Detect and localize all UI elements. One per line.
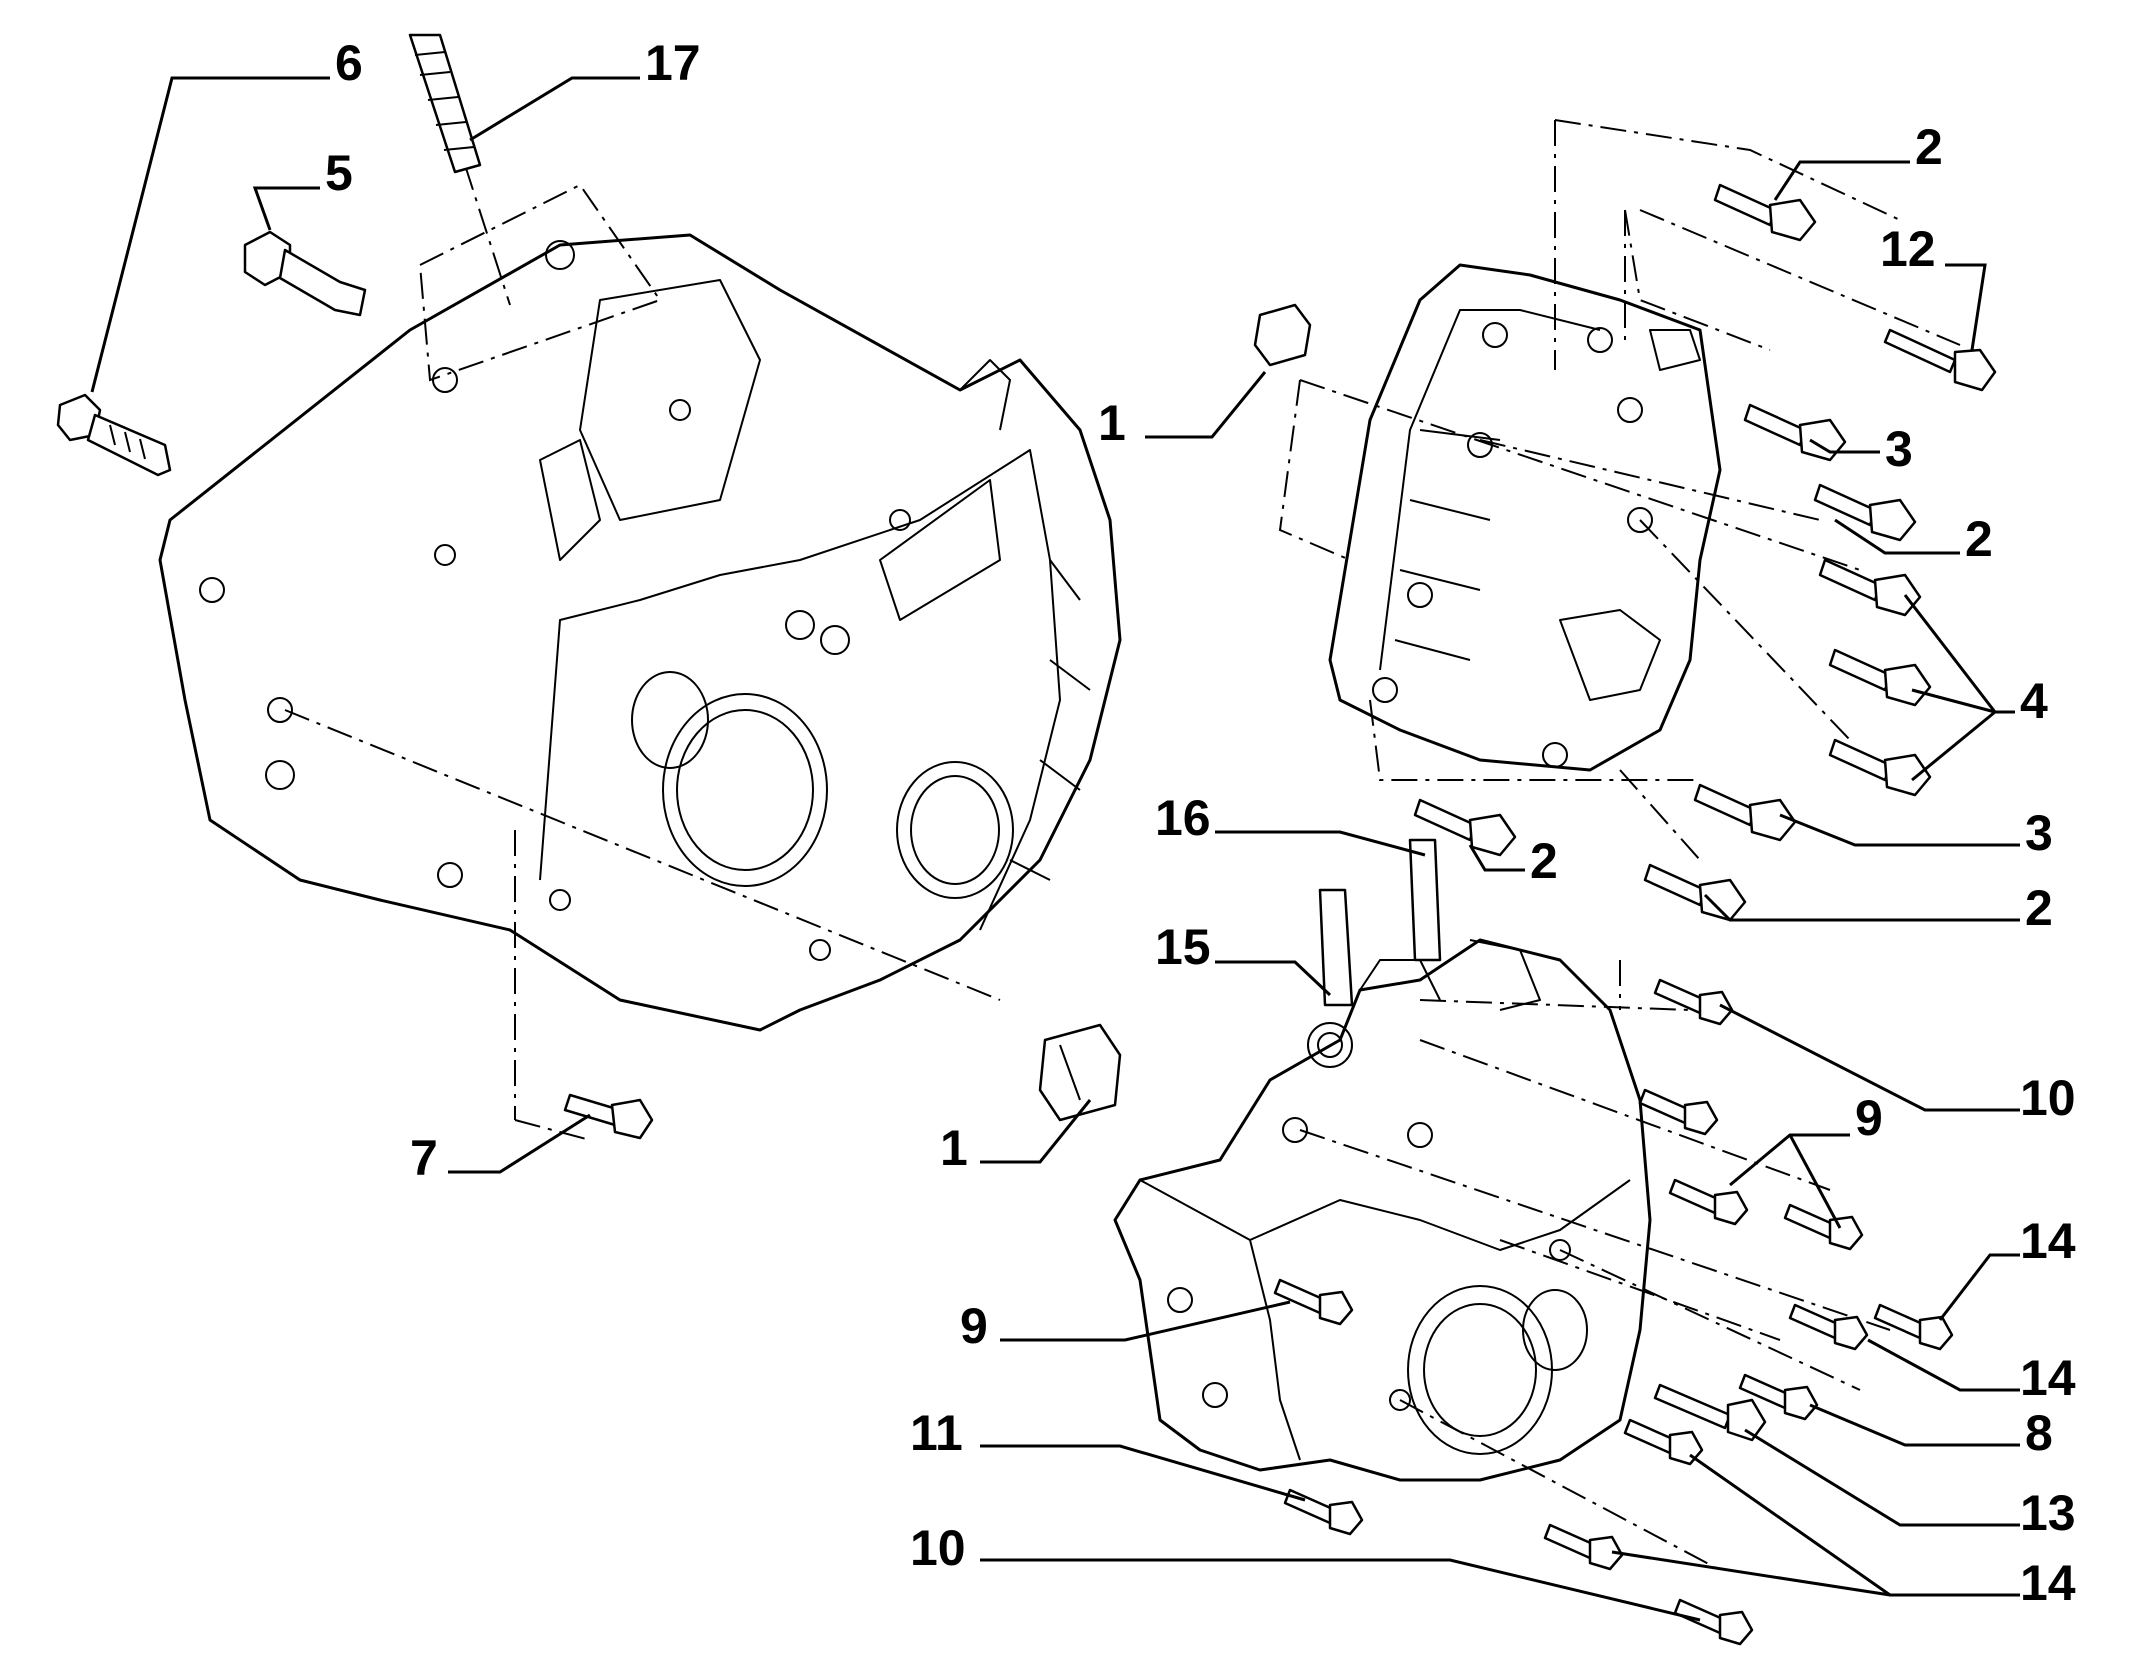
callout-13: 13 xyxy=(2020,1485,2076,1541)
dowel-1-right xyxy=(1253,303,1312,367)
callout-14: 14 xyxy=(2020,1350,2076,1406)
stud-15 xyxy=(1318,888,1354,1007)
callout-5: 5 xyxy=(325,145,353,201)
gearbox-case xyxy=(1113,938,1652,1482)
dowel-1-left xyxy=(1038,1023,1122,1122)
callout-8: 8 xyxy=(2025,1405,2053,1461)
callout-14: 14 xyxy=(2020,1555,2076,1611)
callout-12: 12 xyxy=(1880,221,1936,277)
callout-11: 11 xyxy=(910,1405,963,1461)
callout-2: 2 xyxy=(2025,880,2053,936)
callout-2: 2 xyxy=(1530,833,1558,889)
bolt-12 xyxy=(1883,328,1997,392)
callout-16: 16 xyxy=(1155,790,1211,846)
bolt-7 xyxy=(563,1093,654,1140)
callout-3: 3 xyxy=(1885,421,1913,477)
callout-15: 15 xyxy=(1155,919,1211,975)
assembly-lines xyxy=(284,119,1961,1571)
callout-1: 1 xyxy=(1098,395,1126,451)
callout-labels: 6 17 5 2 12 1 3 2 4 16 2 3 2 15 10 9 1 7… xyxy=(325,35,2076,1611)
callout-2: 2 xyxy=(1915,119,1943,175)
callout-6: 6 xyxy=(335,35,363,91)
callout-4: 4 xyxy=(2020,673,2048,729)
callout-14: 14 xyxy=(2020,1213,2076,1269)
end-cover xyxy=(1328,263,1722,772)
callout-10: 10 xyxy=(910,1520,966,1576)
callout-2: 2 xyxy=(1965,511,1993,567)
callout-1: 1 xyxy=(940,1120,968,1176)
callout-10: 10 xyxy=(2020,1070,2076,1126)
flange-bolts xyxy=(1273,183,1954,1646)
callout-3: 3 xyxy=(2025,805,2053,861)
stud-17 xyxy=(408,33,482,174)
callout-17: 17 xyxy=(645,35,701,91)
banjo-bolt-5 xyxy=(243,230,367,317)
callout-9: 9 xyxy=(1855,1090,1883,1146)
callout-7: 7 xyxy=(410,1130,438,1186)
callout-9: 9 xyxy=(960,1298,988,1354)
leader-lines xyxy=(90,76,2020,1622)
stud-16 xyxy=(1408,838,1442,962)
clutch-housing xyxy=(158,233,1122,1032)
bolt-6 xyxy=(56,393,172,477)
